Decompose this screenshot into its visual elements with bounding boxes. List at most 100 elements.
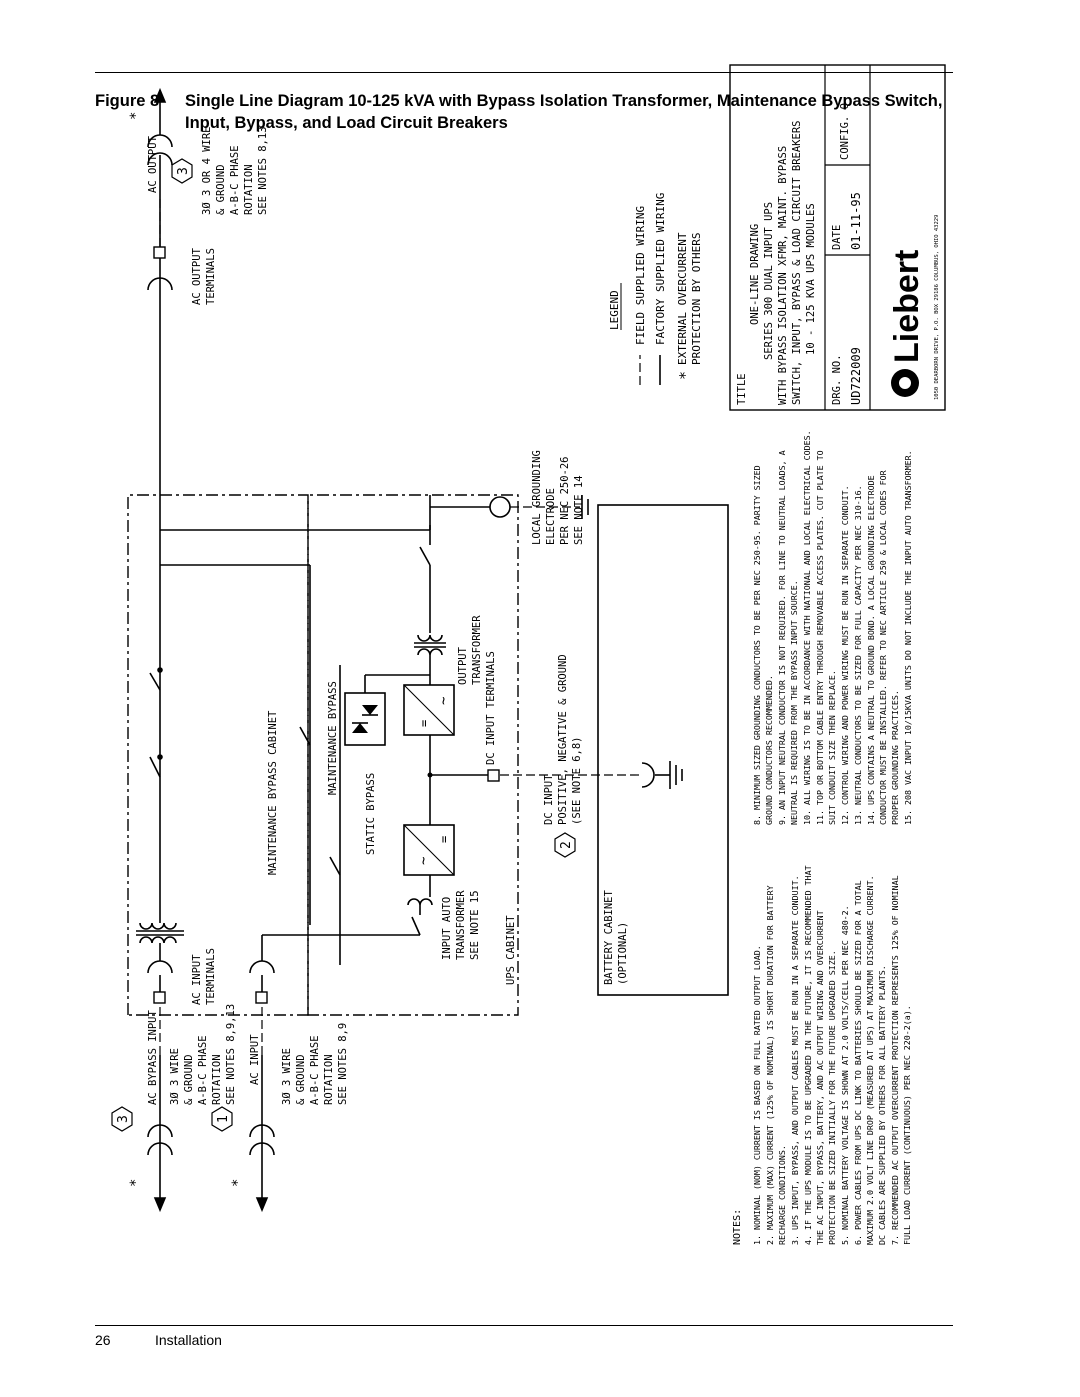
input-spec-5: SEE NOTES 8,9 — [337, 1023, 349, 1105]
static-bypass-scrs — [344, 692, 386, 746]
ac-output-terminals-1: AC OUTPUT — [191, 247, 203, 305]
notes-title: NOTES: — [732, 1209, 743, 1245]
dc-input-1: DC INPUT — [543, 774, 555, 825]
tb-date-value: 01-11-95 — [849, 192, 863, 250]
isolation-switch-top — [149, 667, 163, 691]
note-1: 1. NOMINAL (NOM) CURRENT IS BASED ON FUL… — [752, 945, 762, 1245]
inverter-slash — [403, 684, 455, 736]
bypass-spec-5: SEE NOTES 8,9,13 — [225, 1004, 237, 1105]
input-auto-xfmr-1: INPUT AUTO — [441, 897, 453, 960]
input-breaker — [249, 950, 275, 992]
output-spec-5: SEE NOTES 8,13 — [257, 126, 269, 215]
bypass-terminal — [153, 991, 166, 1004]
note-7a: 7. RECOMMENDED AC OUTPUT OVERCURRENT PRO… — [890, 875, 900, 1245]
tb-address: 1050 DEARBORN DRIVE, P.O. BOX 29186 COLU… — [934, 215, 940, 400]
maint-switch-b — [299, 726, 311, 746]
hex-bypass: 3 — [111, 1106, 133, 1132]
liebert-logo: Liebert — [888, 250, 926, 397]
hex-input: 1 — [211, 1106, 233, 1132]
ocp-mark-output: * — [128, 112, 144, 120]
input-switch — [411, 916, 421, 936]
maintenance-bypass-switch-top — [149, 754, 163, 778]
note-14a: 14. UPS CONTAINS A NEUTRAL TO GROUND BON… — [866, 475, 876, 825]
note-7b: FULL LOAD CURRENT (CONTINUOUS) PER NEC 2… — [902, 1005, 912, 1245]
output-spec-2: & GROUND — [215, 164, 227, 215]
note-8a: 8. MINIMUM SIZED GROUNDING CONDUCTORS TO… — [752, 465, 762, 825]
legend-title: LEGEND — [608, 290, 621, 330]
note-8b: GROUND CONDUCTORS RECOMMENDED. — [764, 675, 774, 825]
output-xfmr-1: OUTPUT — [457, 646, 469, 685]
svg-text:1: 1 — [216, 1115, 231, 1123]
legend-field-label: FIELD SUPPLIED WIRING — [634, 206, 647, 345]
note-6c: DC CABLES ARE SUPPLIED BY OTHERS FOR ALL… — [877, 965, 887, 1245]
inverter — [403, 684, 455, 736]
bypass-spec-3: A-B-C PHASE — [197, 1035, 209, 1105]
maintenance-bypass-label: MAINTENANCE BYPASS — [327, 681, 339, 795]
note-10: 10. ALL WIRING IS TO BE IN ACCORDANCE WI… — [802, 430, 812, 825]
dc-input-terminals-label: DC INPUT TERMINALS — [485, 651, 497, 765]
note-2b: RECHARGE CONDITIONS. — [777, 1145, 787, 1245]
static-bypass-switch — [329, 856, 341, 876]
note-3: 3. UPS INPUT, BYPASS, AND OUTPUT CABLES … — [790, 875, 800, 1245]
note-11a: 11. TOP OR BOTTOM CABLE ENTRY THROUGH RE… — [815, 450, 825, 825]
svg-text:2: 2 — [559, 841, 574, 849]
input-auto-xfmr-3: SEE NOTE 15 — [469, 890, 481, 960]
ac-bypass-input-label: AC BYPASS INPUT — [147, 1009, 159, 1105]
svg-text:3: 3 — [116, 1115, 131, 1123]
bypass-feed — [147, 1055, 173, 1213]
note-12: 12. CONTROL WIRING AND POWER WIRING MUST… — [840, 485, 850, 825]
note-11b: SUIT CONDUIT SIZE THEN REPLACE. — [827, 670, 837, 825]
ac-output-terminals-2: TERMINALS — [205, 248, 217, 305]
note-2a: 2. MAXIMUM (MAX) CURRENT (125% OF NOMINA… — [765, 885, 775, 1245]
output-xfmr-2: TRANSFORMER — [471, 615, 483, 685]
bypass-spec-4: ROTATION — [211, 1054, 223, 1105]
tb-config: CONFIG. Q — [839, 103, 851, 160]
battery-cabinet-2: (OPTIONAL) — [617, 922, 629, 985]
note-9b: NEUTRAL IS REQUIRED FROM THE BYPASS INPU… — [789, 580, 799, 825]
rectifier-ac: ~ — [416, 857, 432, 865]
inverter-dc: = — [417, 720, 431, 727]
input-feed — [249, 1055, 275, 1213]
note-13: 13. NEUTRAL CONDUCTORS TO BE SIZED FOR F… — [853, 485, 863, 825]
note-6a: 6. POWER CABLES FROM UPS DC LINK TO BATT… — [853, 880, 863, 1245]
bypass-spec-2: & GROUND — [183, 1054, 195, 1105]
hex-output: 3 — [171, 158, 193, 184]
output-terminal — [153, 246, 166, 259]
local-grounding-3: PER NEC 250-26 — [559, 456, 571, 545]
rectifier-slash — [403, 824, 455, 876]
ups-cabinet-box — [307, 494, 519, 1016]
ups-cabinet-label: UPS CABINET — [505, 915, 517, 985]
legend: LEGEND FIELD SUPPLIED WIRING FACTORY SUP… — [608, 193, 703, 385]
inverter-ac: ~ — [436, 697, 452, 705]
rectifier-dc: = — [437, 836, 451, 843]
output-spec-3: A-B-C PHASE — [229, 145, 241, 215]
legend-ocp-mark: * — [676, 371, 694, 380]
tb-date-label: DATE — [831, 225, 843, 250]
gnd-symbol-circle — [489, 496, 511, 518]
output-breaker — [147, 277, 173, 291]
note-5: 5. NOMINAL BATTERY VOLTAGE IS SHOWN AT 2… — [840, 905, 850, 1245]
notes: NOTES: 1. NOMINAL (NOM) CURRENT IS BASED… — [732, 430, 913, 1245]
input-terminal — [255, 991, 268, 1004]
note-15: 15. 208 VAC INPUT 10/15KVA UNITS DO NOT … — [903, 450, 913, 825]
dc-input-2: POSITIVE, NEGATIVE & GROUND — [557, 654, 569, 825]
output-transformer — [414, 634, 446, 656]
input-spec-3: A-B-C PHASE — [309, 1035, 321, 1105]
section-name: Installation — [155, 1332, 222, 1348]
ocp-mark-input: * — [230, 1179, 246, 1187]
local-grounding-1: LOCAL GROUNDING — [531, 450, 543, 545]
legend-factory-label: FACTORY SUPPLIED WIRING — [654, 193, 667, 345]
svg-text:3: 3 — [176, 167, 191, 175]
dc-input-3: (SEE NOTE 6,8) — [571, 736, 583, 825]
output-spec-4: ROTATION — [243, 164, 255, 215]
rectifier — [403, 824, 455, 876]
note-4b: THE AC INPUT, BYPASS, BATTERY, AND AC OU… — [815, 910, 825, 1245]
ocp-mark-bypass: * — [128, 1179, 144, 1187]
input-spec-4: ROTATION — [323, 1054, 335, 1105]
logo-text: Liebert — [888, 250, 926, 363]
note-14b: CONDUCTOR MUST BE INSTALLED. REFER TO NE… — [878, 470, 888, 825]
tb-title-4: SWITCH, INPUT, BYPASS & LOAD CIRCUIT BRE… — [791, 121, 803, 405]
ac-input-terminals-1: AC INPUT — [191, 954, 203, 1005]
battery-breaker — [641, 761, 683, 789]
